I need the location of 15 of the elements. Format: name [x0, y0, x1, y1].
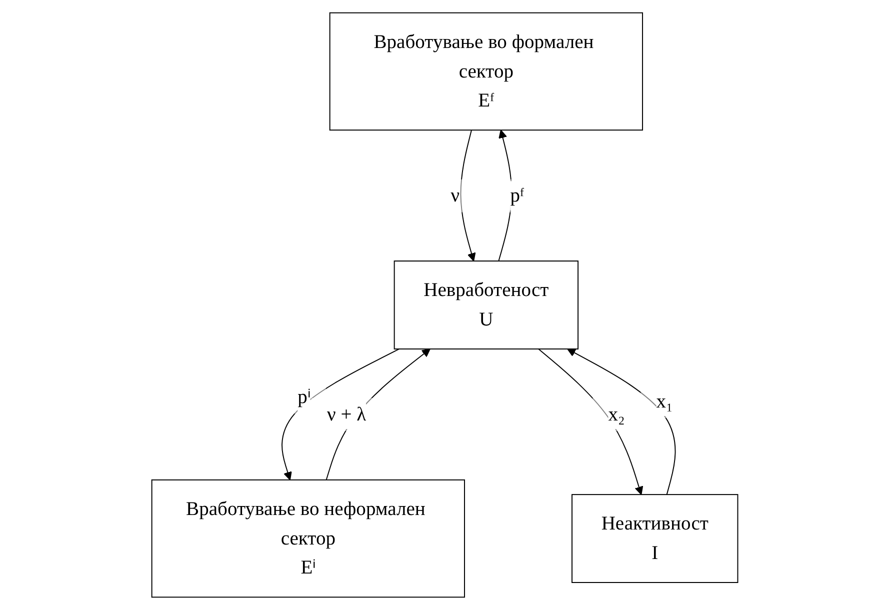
arrow [460, 130, 476, 262]
edge-label: pᶠ [510, 185, 524, 207]
node-box: Невработеност U [394, 260, 579, 350]
arrow [538, 348, 644, 495]
edge-label: pⁱ [298, 386, 311, 408]
edge-label: ν + λ [327, 404, 366, 426]
edge-label: ν [450, 185, 460, 207]
edge-label: x₂ [608, 404, 626, 426]
node-box: Вработување во неформален сектор Eⁱ [152, 479, 466, 598]
arrow [326, 348, 431, 480]
arrow [567, 348, 676, 496]
arrow [282, 348, 400, 480]
node-box: Неактивност I [572, 494, 738, 583]
node-box: Вработување во формален сектор Eᶠ [330, 12, 644, 131]
edge-label: x₁ [656, 390, 674, 412]
